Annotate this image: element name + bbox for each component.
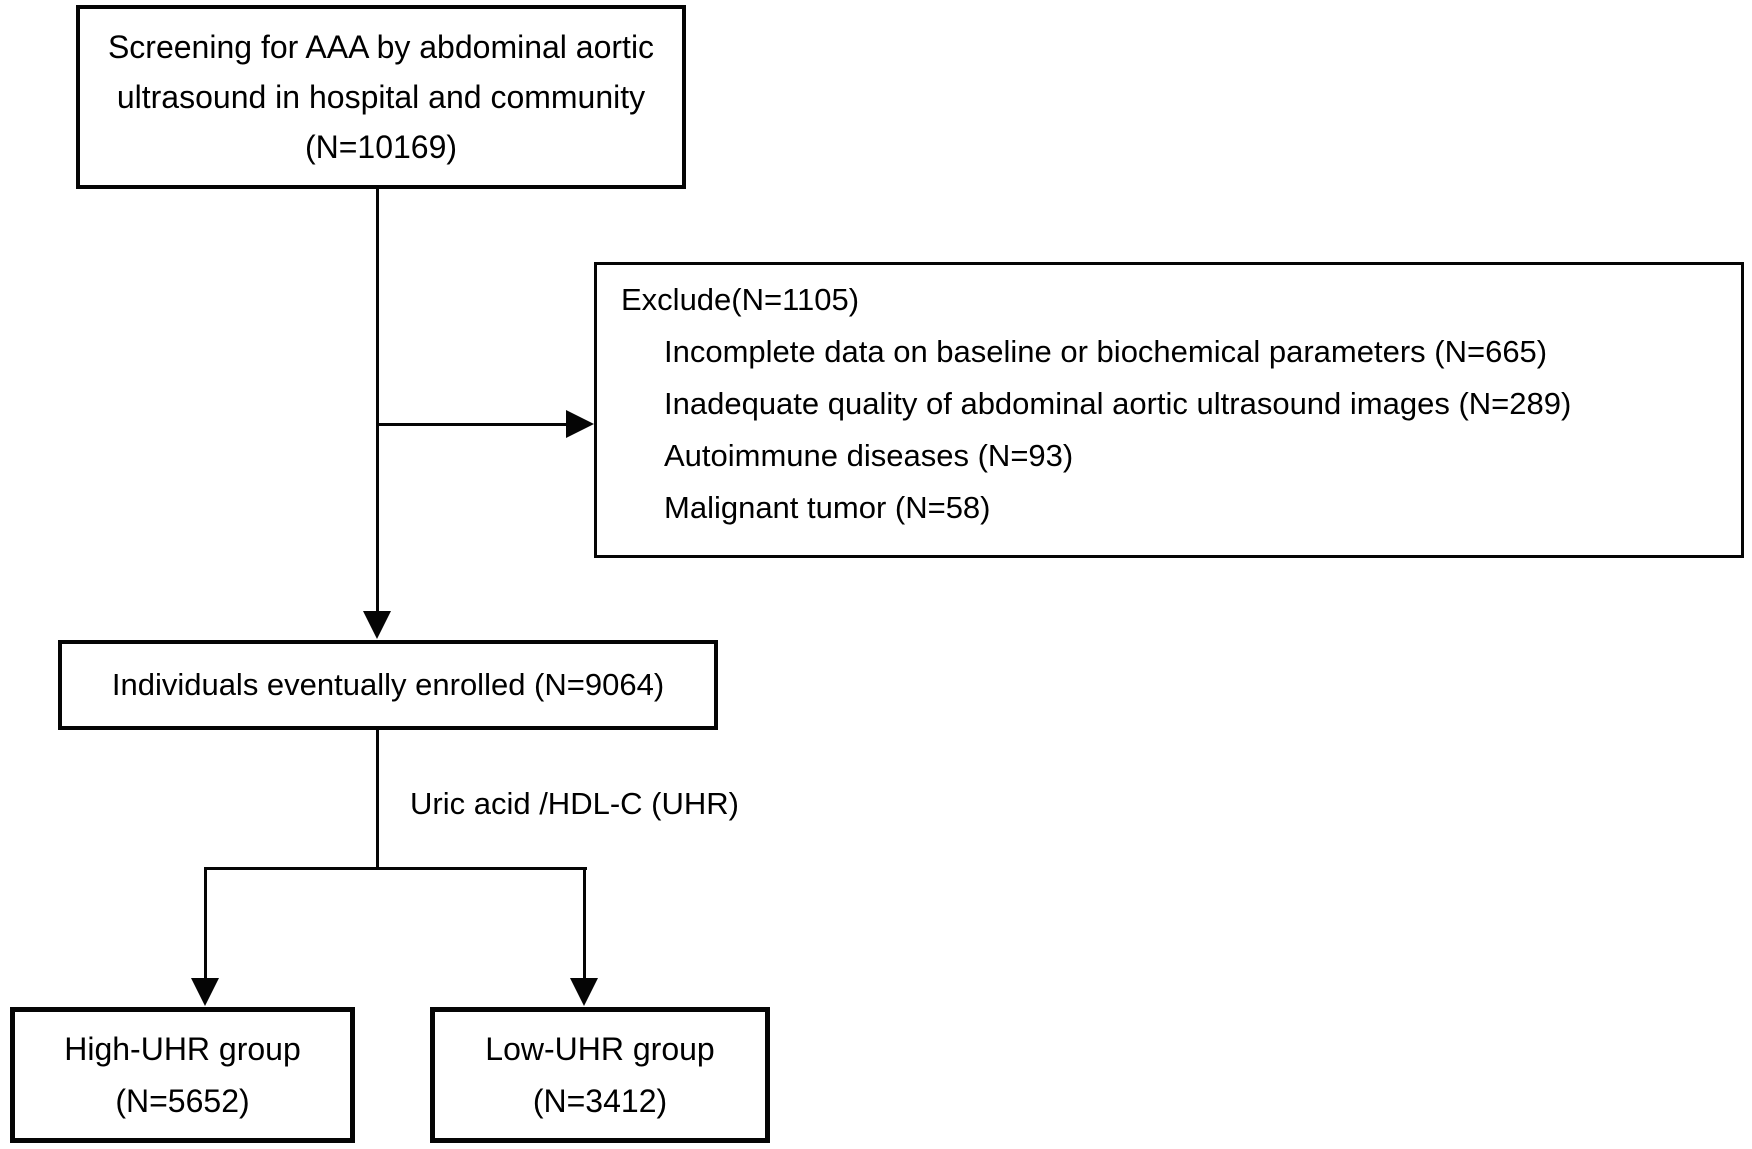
exclude-box-title: Exclude(N=1105) (621, 282, 860, 317)
arrowhead-into-low-uhr-icon (570, 978, 598, 1006)
screening-box-line-2: ultrasound in hospital and community (116, 79, 646, 115)
low-uhr-group-box: Low-UHR group (N=3412) (430, 1007, 770, 1143)
split-bar-line (204, 867, 587, 870)
enrolled-box-label: Individuals eventually enrolled (N=9064) (111, 667, 665, 702)
exclude-item-autoimmune: Autoimmune diseases (N=93) (664, 438, 1074, 473)
enrolled-box: Individuals eventually enrolled (N=9064) (58, 640, 718, 730)
high-uhr-group-label: High-UHR group (64, 1031, 301, 1067)
exclude-item-inadequate-quality: Inadequate quality of abdominal aortic u… (664, 386, 1572, 421)
low-uhr-group-count: (N=3412) (532, 1083, 668, 1119)
screening-box-count: (N=10169) (304, 129, 458, 165)
screening-box: Screening for AAA by abdominal aortic ul… (76, 5, 686, 189)
exclude-item-malignant-tumor: Malignant tumor (N=58) (664, 490, 991, 525)
split-criterion-label: Uric acid /HDL-C (UHR) (410, 786, 739, 821)
connector-to-low-uhr-line (583, 867, 586, 979)
arrowhead-into-exclude-icon (566, 410, 594, 438)
exclude-item-incomplete-data: Incomplete data on baseline or biochemic… (664, 334, 1548, 369)
low-uhr-group-label: Low-UHR group (485, 1031, 715, 1067)
exclude-box: Exclude(N=1105) Incomplete data on basel… (594, 262, 1744, 558)
arrowhead-into-high-uhr-icon (191, 978, 219, 1006)
high-uhr-group-box: High-UHR group (N=5652) (10, 1007, 355, 1143)
connector-to-exclude-line (377, 423, 567, 426)
connector-enrolled-to-split-line (376, 730, 379, 870)
connector-to-high-uhr-line (204, 867, 207, 979)
screening-box-line-1: Screening for AAA by abdominal aortic (107, 29, 655, 65)
high-uhr-group-count: (N=5652) (115, 1083, 250, 1119)
connector-screening-to-enrolled-line (376, 188, 379, 614)
arrowhead-into-enrolled-icon (363, 611, 391, 639)
